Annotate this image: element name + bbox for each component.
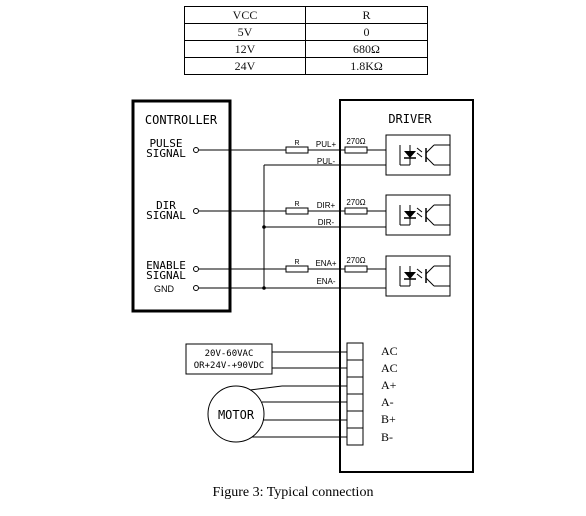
- dir-minus-label: DIR-: [318, 218, 335, 227]
- pulse-label: PULSE: [149, 137, 182, 150]
- dir-plus-label: DIR+: [317, 201, 336, 210]
- pul-plus-label: PUL+: [316, 140, 337, 149]
- ena-resistor-label: R: [294, 259, 299, 266]
- ena-plus-label: ENA+: [315, 259, 336, 268]
- enable-label: ENABLE: [146, 259, 186, 272]
- supply-resistor-table: VCC R 5V 0 12V 680Ω 24V 1.8KΩ: [184, 6, 428, 75]
- enable-terminal: [193, 266, 199, 272]
- dir-signal-label: SIGNAL: [146, 209, 186, 222]
- dir-resistor-label: R: [294, 201, 299, 208]
- driver-title: DRIVER: [388, 112, 432, 126]
- controller-box: [131, 99, 232, 313]
- power-supply-box: [185, 343, 273, 375]
- terminal-label-a-plus: A+: [381, 378, 397, 392]
- table-cell: 1.8KΩ: [305, 57, 428, 75]
- gnd-terminal: [193, 285, 199, 291]
- motor-label: MOTOR: [218, 408, 255, 422]
- pulse-terminal: [193, 147, 199, 153]
- motor-symbol: [207, 385, 265, 443]
- gnd-junction: [262, 286, 266, 290]
- ena-minus-label: ENA-: [316, 277, 335, 286]
- dir-internal-resistor-label: 270Ω: [346, 198, 365, 207]
- table-cell: 24V: [184, 57, 306, 75]
- power-line-1: 20V-60VAC: [205, 349, 254, 359]
- ena-internal-resistor-label: 270Ω: [346, 256, 365, 265]
- table-row: 24V 1.8KΩ: [184, 57, 428, 75]
- dir-optocoupler: [385, 194, 451, 236]
- terminal-label-b-minus: B-: [381, 430, 393, 444]
- pulse-signal-label: SIGNAL: [146, 147, 186, 160]
- dir-wiring: [199, 207, 386, 228]
- terminal-label-ac-1: AC: [381, 344, 398, 358]
- terminal-label-ac-2: AC: [381, 361, 398, 375]
- dir-label: DIR: [156, 199, 176, 212]
- driver-box: [339, 99, 474, 473]
- dir-terminal: [193, 208, 199, 214]
- pul-minus-label: PUL-: [317, 157, 336, 166]
- terminal-label-b-plus: B+: [381, 412, 396, 426]
- gnd-label: GND: [154, 284, 175, 294]
- terminal-block: [346, 342, 364, 446]
- terminal-label-a-minus: A-: [381, 395, 394, 409]
- figure-caption: Figure 3: Typical connection: [212, 485, 374, 500]
- controller-title: CONTROLLER: [145, 113, 218, 127]
- pul-internal-resistor-label: 270Ω: [346, 137, 365, 146]
- pul-wiring: [199, 146, 386, 288]
- power-wiring: [272, 351, 347, 369]
- ena-optocoupler: [385, 255, 451, 297]
- ena-wiring: [199, 265, 386, 289]
- enable-signal-label: SIGNAL: [146, 269, 186, 282]
- power-line-2: OR+24V-+90VDC: [194, 361, 264, 371]
- pul-resistor-label: R: [294, 140, 299, 147]
- dir-junction: [262, 225, 266, 229]
- pul-optocoupler: [385, 134, 451, 176]
- motor-wiring: [249, 385, 347, 438]
